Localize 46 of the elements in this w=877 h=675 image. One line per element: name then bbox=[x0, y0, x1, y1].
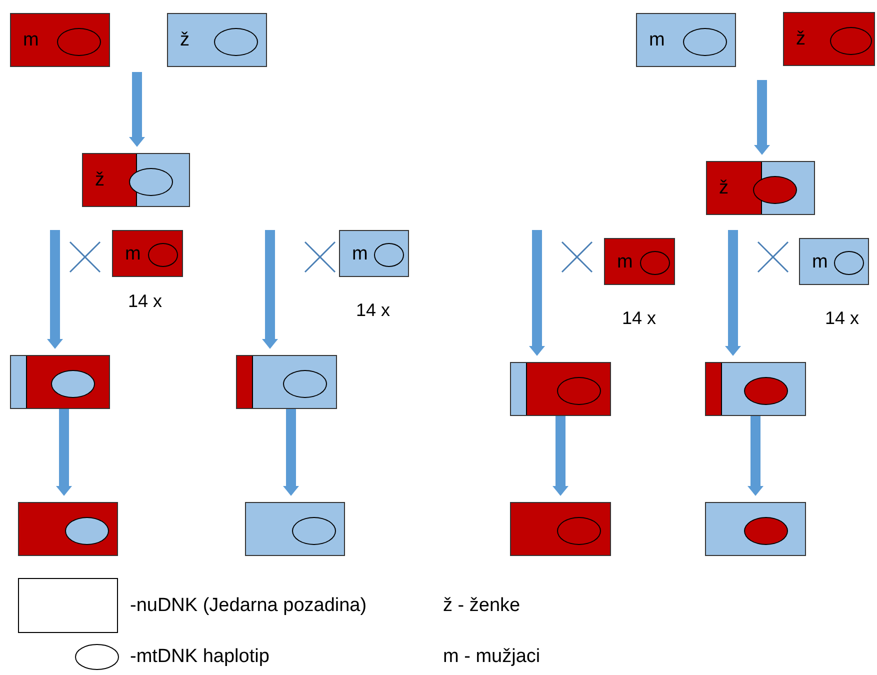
block-arrow bbox=[129, 72, 145, 147]
sex-label: m bbox=[23, 30, 39, 50]
key-note: m - mužjaci bbox=[443, 647, 540, 666]
sex-label: m bbox=[352, 244, 368, 263]
sex-label: m bbox=[617, 252, 633, 271]
count-label: 14 x bbox=[622, 309, 656, 327]
sex-label: m bbox=[812, 252, 828, 271]
cell-box bbox=[799, 238, 869, 285]
cell-box bbox=[245, 502, 345, 556]
cell-box bbox=[112, 230, 183, 277]
sex-label: ž bbox=[95, 170, 104, 190]
sex-label: m bbox=[649, 30, 665, 50]
legend-text: -mtDNK haplotip bbox=[130, 647, 270, 666]
count-label: 14 x bbox=[128, 292, 162, 310]
block-arrow bbox=[47, 230, 63, 349]
block-arrow bbox=[754, 80, 770, 155]
cell-box bbox=[18, 502, 118, 556]
cell-box bbox=[10, 13, 110, 67]
count-label: 14 x bbox=[356, 301, 390, 319]
cell-box bbox=[604, 238, 675, 285]
cell-box bbox=[636, 13, 736, 67]
cell-box bbox=[705, 502, 806, 556]
cell-box bbox=[236, 355, 337, 409]
sex-label: ž bbox=[796, 30, 806, 48]
block-arrow bbox=[529, 230, 545, 356]
cell-box bbox=[510, 362, 611, 416]
cell-box bbox=[339, 230, 409, 277]
block-arrow bbox=[56, 409, 72, 496]
sex-label: ž bbox=[180, 30, 190, 50]
cell-box bbox=[706, 161, 815, 215]
sex-label: m bbox=[125, 244, 141, 263]
key-note: ž - ženke bbox=[443, 596, 520, 615]
cell-box bbox=[10, 355, 110, 409]
block-arrow bbox=[283, 409, 299, 496]
block-arrow bbox=[552, 416, 568, 496]
cell-box bbox=[510, 502, 611, 556]
cell-box bbox=[783, 12, 875, 66]
cell-box bbox=[705, 362, 806, 416]
block-arrow bbox=[748, 416, 764, 496]
cell-box bbox=[167, 13, 267, 67]
cell-box bbox=[82, 153, 190, 207]
legend-text: -nuDNK (Jedarna pozadina) bbox=[130, 596, 367, 615]
block-arrow bbox=[725, 230, 741, 356]
sex-label: ž bbox=[719, 178, 728, 198]
block-arrow bbox=[262, 230, 278, 349]
count-label: 14 x bbox=[825, 309, 860, 327]
